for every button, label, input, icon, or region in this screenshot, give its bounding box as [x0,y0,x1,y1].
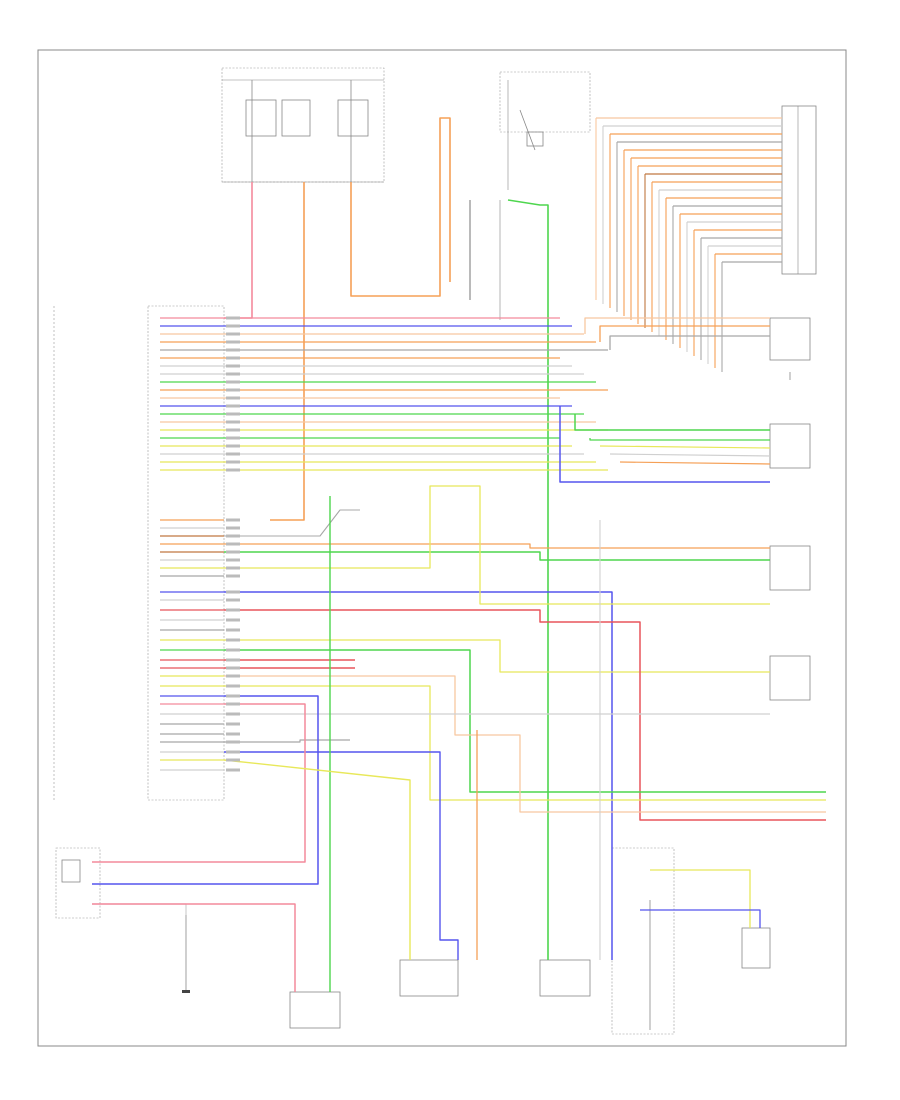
pin-mark-10 [226,388,240,392]
pin-mark-2 [226,324,240,328]
wire-green-111 [224,649,826,793]
wire-gray-104 [224,509,360,537]
pin-mark-48 [226,768,240,772]
pin-mark-30 [226,598,240,602]
pin-mark-34 [226,638,240,642]
diagram-frame [37,49,847,1047]
wire-orange-2 [270,182,305,521]
pin-mark-46 [226,750,240,754]
wire-blue-121 [92,695,319,885]
wire-peach-113 [224,675,826,813]
pin-mark-26 [226,558,240,562]
pin-mark-20 [226,468,240,472]
pin-mark-24 [226,542,240,546]
ignition-switch-box [499,71,591,190]
pin-mark-15 [226,428,240,432]
wire-gray-69 [609,335,770,350]
wire-orange-68 [599,325,770,342]
pin-mark-42 [226,712,240,716]
right-switch-group-4 [769,655,811,701]
pin-mark-36 [226,658,240,662]
pin-mark-44 [226,732,240,736]
pin-mark-8 [226,372,240,376]
wire-yellow-125 [223,759,411,960]
pin-mark-41 [226,702,240,706]
wire-green-70 [589,438,770,441]
pin-mark-37 [226,666,240,670]
wire-green-102 [224,551,770,561]
wire-lightgray-72 [609,453,771,457]
bottom-right-module [611,847,675,1035]
wire-blue-116 [224,751,459,960]
pin-mark-18 [226,452,240,456]
pin-mark-43 [226,722,240,726]
wire-orange-73 [619,461,771,465]
pin-mark-5 [226,348,240,352]
pin-mark-19 [226,460,240,464]
wire-pink-120 [92,703,306,863]
pin-mark-17 [226,444,240,448]
fuse-relay-box [221,67,385,183]
pin-marks [226,316,240,772]
bottom-sensor-center [399,959,459,997]
wire-blue-128 [640,909,761,928]
pin-mark-31 [226,608,240,612]
pin-mark-28 [226,574,240,578]
pin-mark-4 [226,340,240,344]
pin-mark-25 [226,550,240,554]
wire-yellow-112 [224,685,826,801]
wire-blue-65 [559,406,770,483]
pin-mark-21 [226,518,240,522]
wire-yellow-107 [224,639,770,673]
pin-mark-40 [226,694,240,698]
wire-green-5 [507,199,549,960]
pin-mark-14 [226,420,240,424]
pin-mark-1 [226,316,240,320]
wire-pink-123 [92,903,296,992]
wire-peach-67 [584,317,770,334]
pin-mark-16 [226,436,240,440]
wire-blue-105 [224,591,613,960]
pin-mark-33 [226,628,240,632]
wire-yellow-71 [599,445,771,449]
pin-mark-9 [226,380,240,384]
pin-mark-35 [226,648,240,652]
pin-mark-3 [226,332,240,336]
wire-red-108 [224,609,826,821]
wire-yellow-126 [650,869,751,928]
bottom-far-right-connector [741,927,771,969]
pin-mark-23 [226,534,240,538]
pin-mark-29 [226,590,240,594]
wire-orange-103 [224,543,770,549]
pin-mark-13 [226,412,240,416]
pin-mark-32 [226,618,240,622]
pin-mark-39 [226,684,240,688]
pin-mark-22 [226,526,240,530]
pin-mark-38 [226,674,240,678]
right-switch-group-3 [769,545,811,591]
control-module [53,305,225,801]
pin-mark-7 [226,364,240,368]
bottom-sensor-right [539,959,591,997]
right-switch-group-2 [769,423,811,469]
top-right-connector [781,105,817,275]
pin-mark-27 [226,566,240,570]
left-bottom-component [55,847,101,919]
wire-pink-1 [224,182,253,319]
pin-mark-6 [226,356,240,360]
wire-gray-115 [224,739,350,743]
wire-layer [92,117,826,1030]
pin-mark-47 [226,758,240,762]
pin-mark-45 [226,740,240,744]
wire-yellow-106 [224,485,770,605]
pin-mark-11 [226,396,240,400]
wire-orange-3 [350,117,451,297]
bottom-motor [289,991,341,1029]
bottom-ground-1 [182,915,190,993]
right-switch-group-1 [769,317,811,380]
wire-green-66 [574,414,770,431]
wire-lightgray-122 [92,903,187,915]
pin-mark-12 [226,404,240,408]
